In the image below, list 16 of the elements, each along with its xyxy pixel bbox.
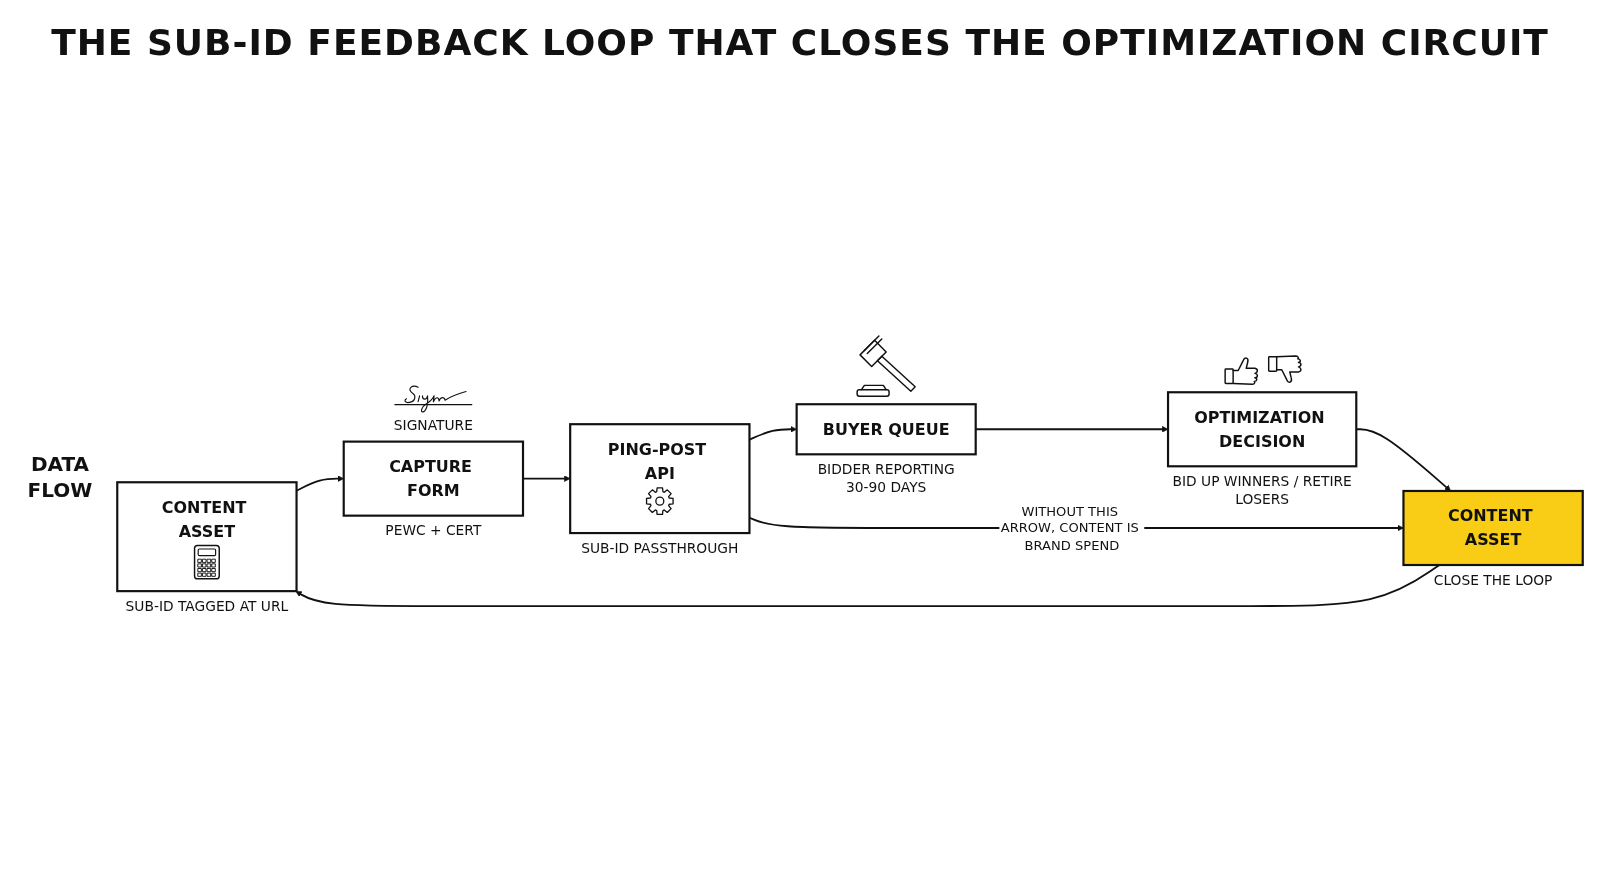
side-label: DATA FLOW — [27, 451, 93, 503]
node-caption: BIDDER REPORTING 30-90 DAYS — [816, 460, 956, 496]
node-caption: BID UP WINNERS / RETIRE LOSERS — [1171, 472, 1353, 508]
node-caption: SUB-ID TAGGED AT URL — [125, 596, 289, 615]
node-box: CAPTURE FORM — [342, 440, 525, 517]
node-box: OPTIMIZATION DECISION — [1166, 391, 1358, 468]
node-caption: SUB-ID PASSTHROUGH — [581, 538, 739, 557]
node-box: BUYER QUEUE — [795, 403, 977, 456]
node-box: CONTENT ASSET — [1402, 489, 1584, 567]
diagram-title: THE SUB-ID FEEDBACK LOOP THAT CLOSES THE OPTIMIZATION CIRCUIT — [51, 22, 1549, 63]
node-caption: PEWC + CERT — [385, 521, 482, 540]
node-box: CONTENT ASSET — [116, 481, 298, 593]
edge-label: WITHOUT THIS ARROW, CONTENT IS BRAND SPEND — [1000, 503, 1139, 553]
node-box: PING-POST API — [569, 423, 751, 535]
node-caption: SIGNATURE — [393, 416, 473, 435]
node-caption: CLOSE THE LOOP — [1433, 570, 1553, 589]
